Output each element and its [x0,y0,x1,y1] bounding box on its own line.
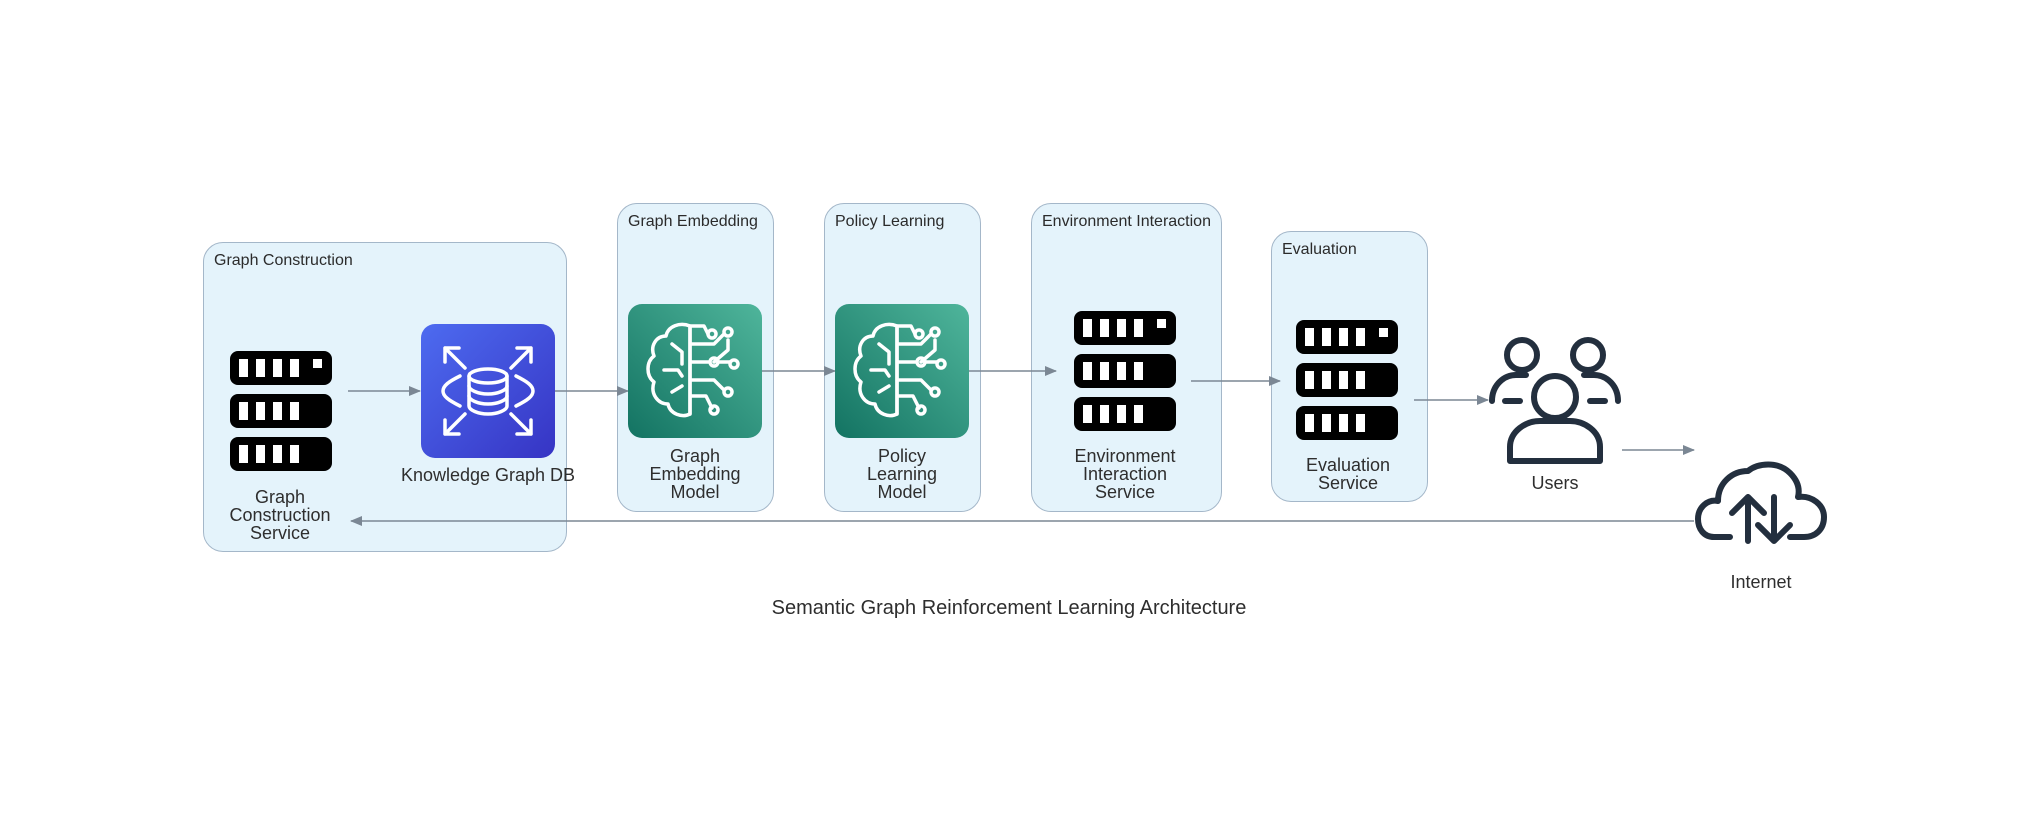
node-label-internet: Internet [1730,572,1792,592]
cloud-upload-download-icon [1695,461,1827,544]
diagram-title: Semantic Graph Reinforcement Learning Ar… [771,597,1247,619]
server-icon [230,351,332,471]
cluster-label: Graph Construction [214,252,353,269]
node-label-knowledge-graph-db: Knowledge Graph DB [400,465,576,485]
server-icon [1296,320,1398,440]
cluster-label: Graph Embedding [628,213,758,230]
node-label-graph-construction-service: Graph Construction Service [229,487,331,543]
brain-circuit-icon [835,304,969,438]
node-label-graph-embedding-model: Graph Embedding Model [649,446,741,502]
node-label-evaluation-service: Evaluation Service [1305,455,1391,493]
database-icon [421,324,555,458]
node-label-environment-interaction-service: Environment Interaction Service [1074,446,1176,502]
brain-circuit-icon [628,304,762,438]
server-icon [1074,311,1176,431]
users-icon [1489,337,1621,464]
cluster-label: Environment Interaction [1042,213,1211,230]
node-label-users: Users [1531,473,1579,493]
cluster-label: Policy Learning [835,213,945,230]
node-label-policy-learning-model: Policy Learning Model [866,446,938,502]
cluster-label: Evaluation [1282,241,1357,258]
